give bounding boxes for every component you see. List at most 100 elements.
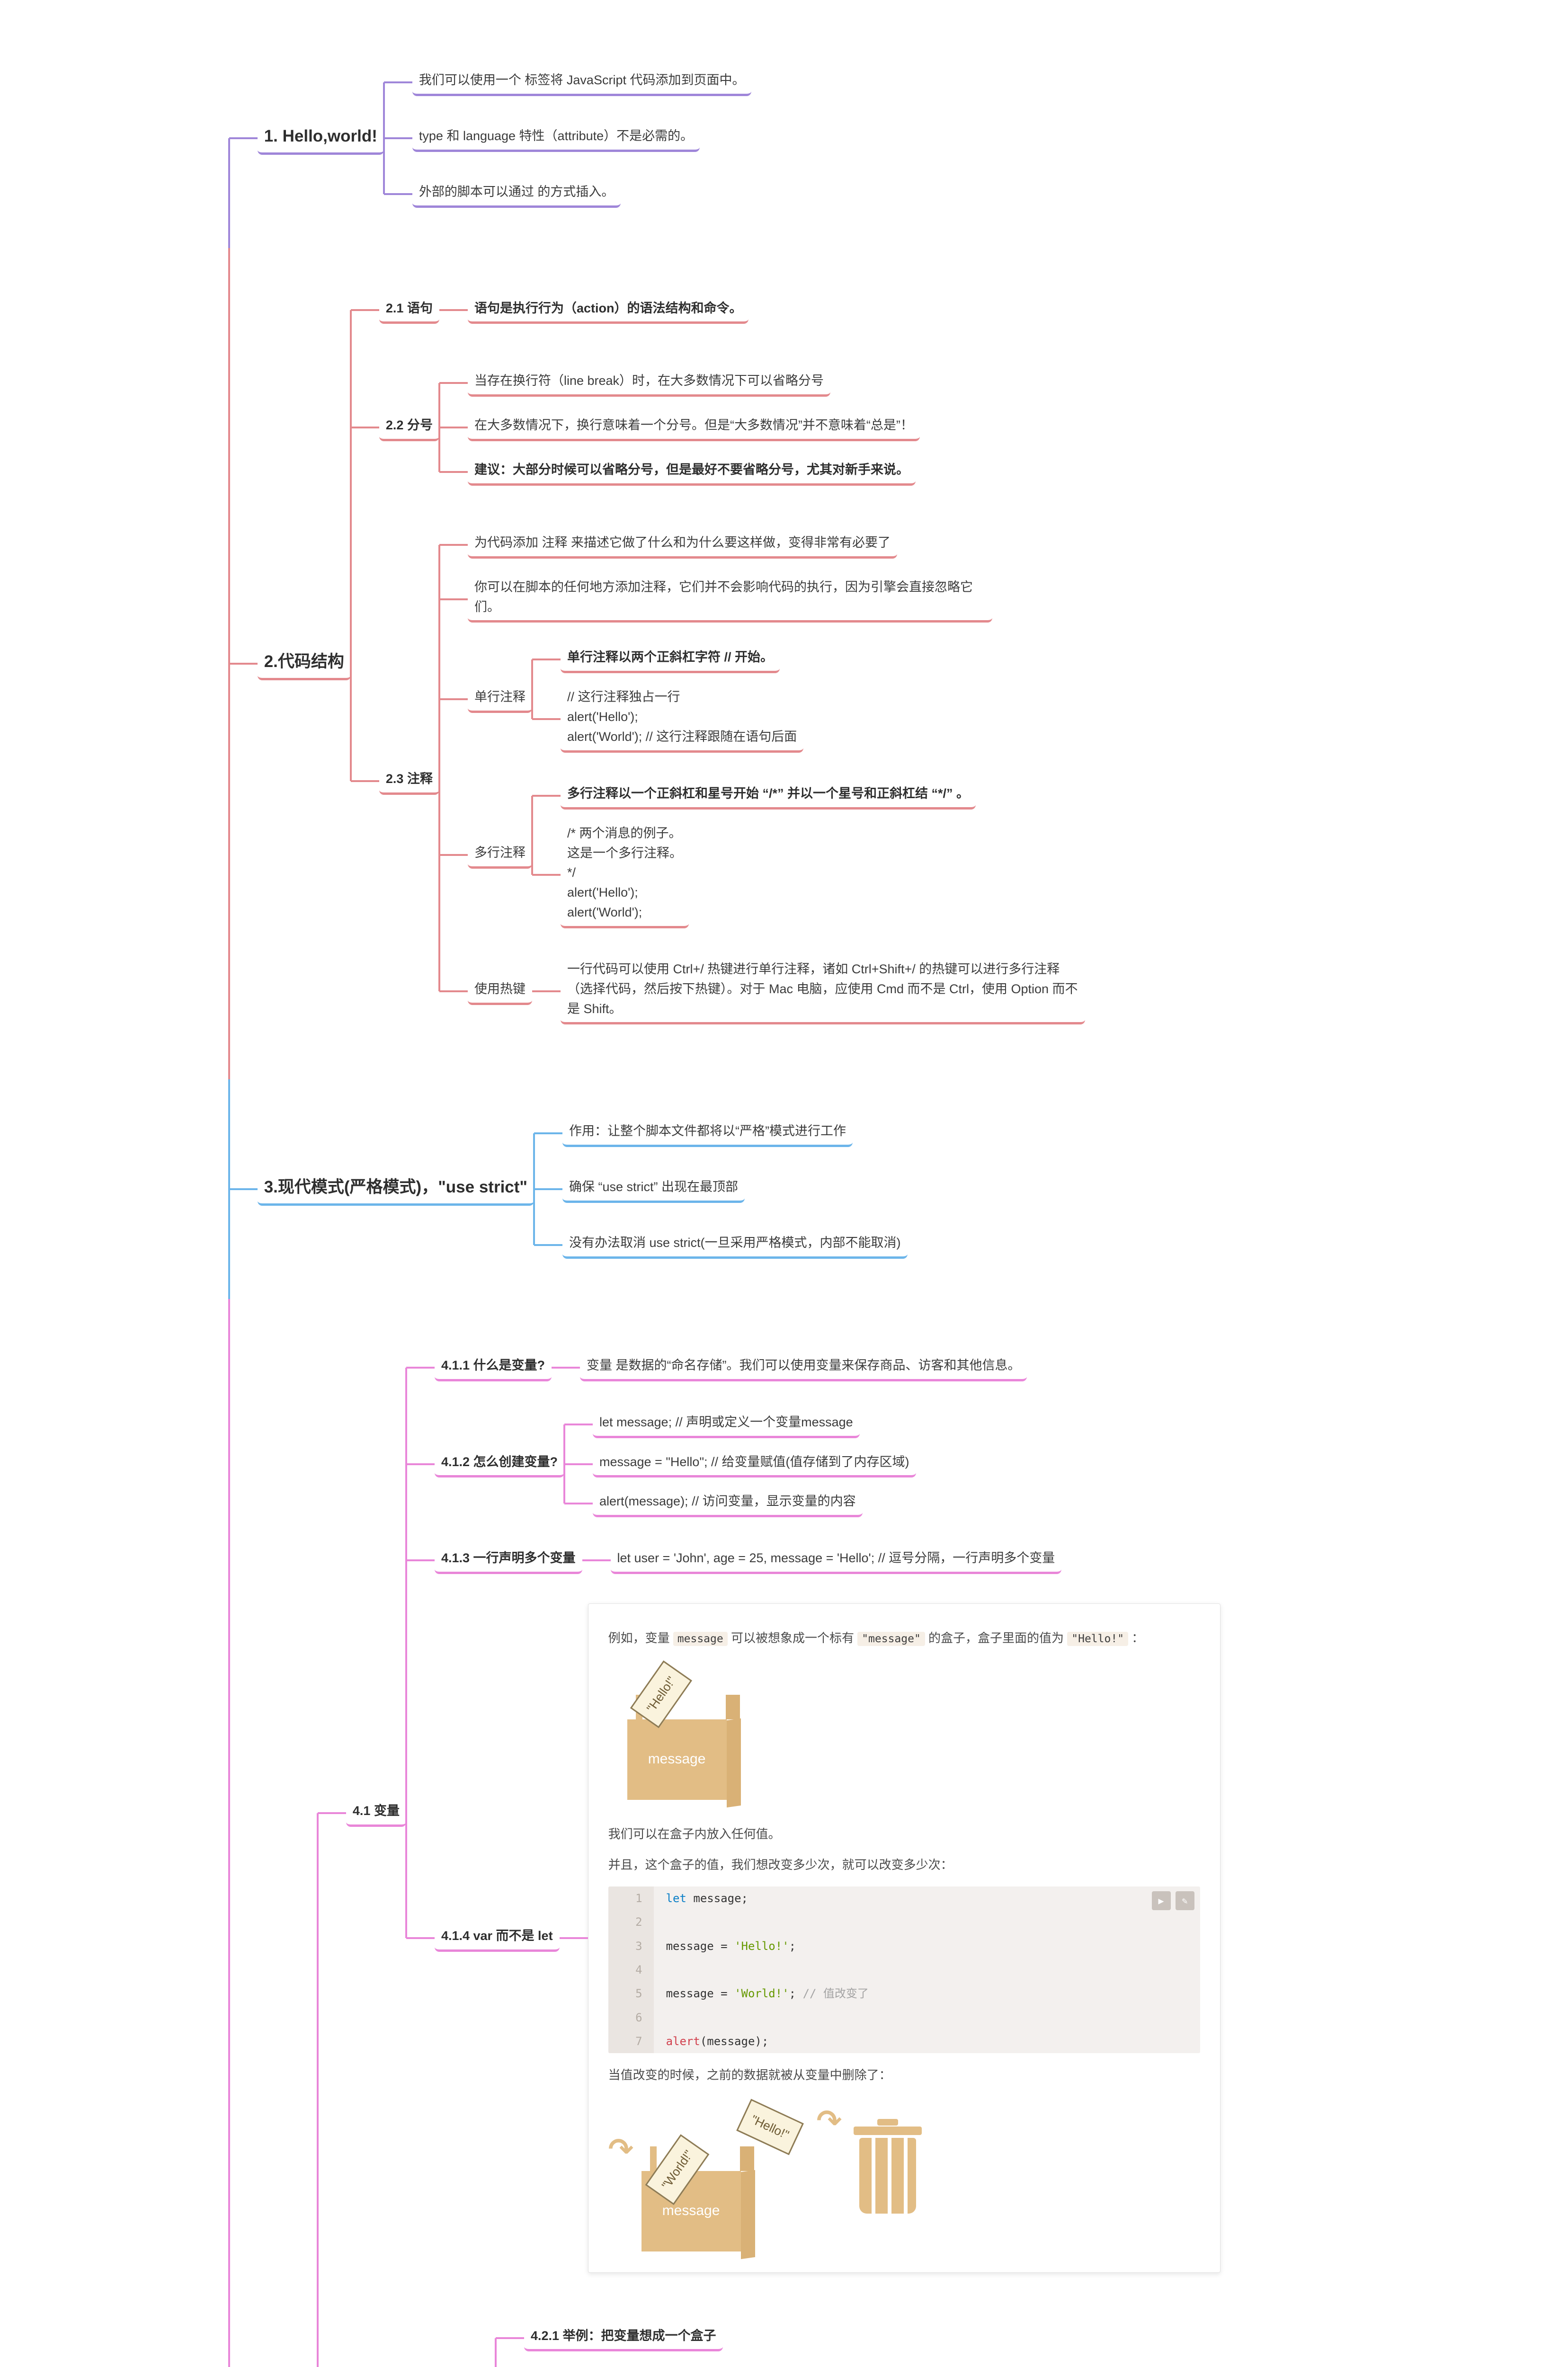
mindmap-node: 3.现代模式(严格模式)，"use strict" 作用：让整个脚本文件都将以“严… — [228, 1079, 1355, 1299]
topic-label[interactable]: 使用热键 — [467, 978, 532, 1005]
topic-label[interactable]: 2.代码结构 — [257, 647, 351, 681]
code-line-text: alert('World'); — [567, 905, 642, 920]
topic-label[interactable]: 4.1.1 什么是变量? — [434, 1354, 552, 1381]
mindmap-node: let message; // 声明或定义一个变量message — [563, 1405, 916, 1444]
code-line: 4 — [608, 1958, 1200, 1982]
children-group: 为代码添加 注释 来描述它做了什么和为什么要这样做，变得非常有必要了你可以在脚本… — [438, 523, 1085, 1040]
topic-label[interactable]: alert(message); // 访问变量，显示变量的内容 — [593, 1490, 863, 1518]
line-number: 1 — [608, 1886, 654, 1911]
mindmap-node: 作用：让整个脚本文件都将以“严格”模式进行工作 — [533, 1105, 908, 1162]
mindmap-node: 多行注释以一个正斜杠和星号开始 “/*” 并以一个星号和正斜杠结 “*/” 。 — [531, 776, 976, 816]
trash-icon — [853, 2118, 922, 2214]
topic-label[interactable]: 4.1.2 怎么创建变量? — [434, 1450, 564, 1478]
mindmap-node: 2.代码结构 2.1 语句 语句是执行行为（action）的语法结构和命令。 2.2 … — [228, 248, 1355, 1080]
mindmap-node: message = "Hello"; // 给变量赋值(值存储到了内存区域) — [563, 1444, 916, 1484]
topic-label[interactable]: 多行注释以一个正斜杠和星号开始 “/*” 并以一个星号和正斜杠结 “*/” 。 — [560, 782, 976, 810]
note-paragraph: 我们可以在盒子内放入任何值。 — [608, 1827, 781, 1842]
code-line-text: alert('Hello'); — [567, 885, 638, 900]
mindmap-node: 语句是执行行为（action）的语法结构和命令。 — [439, 288, 749, 333]
mindmap-node: 2.2 分号当存在换行符（line break）时，在大多数情况下可以省略分号在… — [349, 347, 1085, 508]
mindmap-node: 4.1 变量 4.1.1 什么是变量? 变量 是数据的“命名存储”。我们可以使用变量… — [316, 1325, 1355, 2302]
mindmap-node: type 和 language 特性（attribute）不是必需的。 — [383, 110, 752, 166]
topic-label[interactable]: 语句是执行行为（action）的语法结构和命令。 — [467, 297, 749, 324]
code-toolbar: ▶✎ — [1151, 1891, 1194, 1910]
topic-label[interactable]: 在大多数情况下，换行意味着一个分号。但是“大多数情况”并不意味着“总是”！ — [467, 414, 920, 442]
message-box: message — [627, 1695, 740, 1800]
line-number: 7 — [608, 2029, 654, 2054]
topic-label[interactable]: 4.1.4 var 而不是 let — [434, 1924, 560, 1952]
children-group: 4.1.1 什么是变量? 变量 是数据的“命名存储”。我们可以使用变量来保存商品、… — [405, 1339, 1221, 2287]
topic-label[interactable]: 4.1 变量 — [346, 1799, 406, 1827]
note-paragraph: 当值改变的时候，之前的数据就被从变量中删除了： — [608, 2068, 891, 2082]
mindmap-node: 4.1.2 怎么创建变量?let message; // 声明或定义一个变量me… — [405, 1396, 1221, 1532]
mindmap-node: 1. Hello,world! 我们可以使用一个 标签将 JavaScript 代… — [228, 28, 1355, 248]
code-line-text: */ — [567, 865, 576, 880]
mindmap-node: 外部的脚本可以通过 的方式插入。 — [383, 166, 752, 222]
note-panel: 例如，变量 message 可以被想象成一个标有 "message" 的盒子，盒… — [588, 1603, 1221, 2273]
topic-label[interactable]: 建议：大部分时候可以省略分号，但是最好不要省略分号，尤其对新手来说。 — [467, 458, 916, 486]
topic-label[interactable]: 变量 是数据的“命名存储”。我们可以使用变量来保存商品、访客和其他信息。 — [580, 1354, 1027, 1381]
inline-code: "message" — [857, 1632, 925, 1646]
topic-label[interactable]: let user = 'John', age = 25, message = '… — [610, 1547, 1062, 1575]
line-number: 2 — [608, 1910, 654, 1934]
children-group: 1. Hello,world! 我们可以使用一个 标签将 JavaScript 代… — [228, 28, 1355, 2367]
topic-label[interactable]: type 和 language 特性（attribute）不是必需的。 — [412, 125, 700, 152]
topic-label[interactable]: 单行注释 — [467, 685, 532, 713]
arrow-in-icon: ↷ — [608, 2132, 634, 2166]
mindmap-node: 4.1.3 一行声明多个变量 let user = 'John', age = 2… — [405, 1532, 1221, 1589]
code-line-text: 这是一个多行注释。 — [567, 845, 682, 860]
run-icon[interactable]: ▶ — [1151, 1891, 1171, 1910]
topic-label[interactable]: 当存在换行符（line break）时，在大多数情况下可以省略分号 — [467, 369, 831, 397]
mindmap-node: 为代码添加 注释 来描述它做了什么和为什么要这样做，变得非常有必要了 — [438, 523, 1085, 567]
children-group: 当存在换行符（line break）时，在大多数情况下可以省略分号在大多数情况下… — [438, 361, 920, 494]
code-token: let — [666, 1891, 686, 1905]
topic-label[interactable]: let message; // 声明或定义一个变量message — [593, 1411, 860, 1438]
topic-label[interactable]: 4.2.1 举例：把变量想成一个盒子 — [524, 2324, 723, 2352]
code-line-text: /* 两个消息的例子。 — [567, 826, 682, 840]
children-group: let user = 'John', age = 25, message = '… — [582, 1540, 1062, 1580]
topic-label[interactable]: /* 两个消息的例子。这是一个多行注释。 */ alert('Hello'); ale… — [560, 822, 689, 928]
topic-label[interactable]: 多行注释 — [467, 841, 532, 869]
mindmap-node: 你可以在脚本的任何地方添加注释，它们并不会影响代码的执行，因为引擎会直接忽略它们… — [438, 567, 1085, 632]
topic-label[interactable]: 2.1 语句 — [379, 297, 439, 324]
topic-label[interactable]: 为代码添加 注释 来描述它做了什么和为什么要这样做，变得非常有必要了 — [467, 531, 897, 559]
topic-label[interactable]: 没有办法取消 use strict(一旦采用严格模式，内部不能取消) — [562, 1231, 908, 1259]
topic-label[interactable]: 2.3 注释 — [379, 767, 439, 795]
code-text: message = 'Hello!'; — [666, 1939, 796, 1953]
mindmap-node: 当存在换行符（line break）时，在大多数情况下可以省略分号 — [438, 361, 920, 406]
topic-label[interactable]: 3.现代模式(严格模式)，"use strict" — [257, 1173, 535, 1206]
edit-icon[interactable]: ✎ — [1175, 1891, 1194, 1910]
note-text: 例如，变量 — [608, 1631, 673, 1646]
mindmap-node: 4.2.1 举例：把变量想成一个盒子 — [495, 2316, 723, 2360]
topic-label[interactable]: 外部的脚本可以通过 的方式插入。 — [412, 180, 621, 208]
code-line-text: // 这行注释独占一行 — [567, 690, 680, 704]
topic-label[interactable]: 确保 “use strict” 出现在最顶部 — [562, 1175, 745, 1203]
children-group: 变量 是数据的“命名存储”。我们可以使用变量来保存商品、访客和其他信息。 — [551, 1348, 1027, 1388]
topic-label[interactable]: message = "Hello"; // 给变量赋值(值存储到了内存区域) — [593, 1450, 916, 1478]
code-line-text: alert('Hello'); — [567, 710, 638, 724]
code-text: message = 'World!'; // 值改变了 — [666, 1987, 869, 2001]
mindmap-node: let user = 'John', age = 25, message = '… — [582, 1540, 1062, 1580]
topic-label[interactable]: 2.2 分号 — [379, 414, 439, 442]
topic-label[interactable]: 一行代码可以使用 Ctrl+/ 热键进行单行注释，诸如 Ctrl+Shift+/… — [560, 958, 1085, 1025]
box-label: message — [648, 1751, 706, 1767]
code-token: 'World!' — [734, 1987, 789, 2001]
topic-label[interactable]: 我们可以使用一个 标签将 JavaScript 代码添加到页面中。 — [412, 69, 752, 96]
topic-label[interactable]: 你可以在脚本的任何地方添加注释，它们并不会影响代码的执行，因为引擎会直接忽略它们… — [467, 576, 992, 623]
note-text: 的盒子，盒子里面的值为 — [925, 1631, 1068, 1646]
topic-label[interactable]: 4.1.3 一行声明多个变量 — [434, 1547, 582, 1575]
mindmap-node: 变量 是数据的“命名存储”。我们可以使用变量来保存商品、访客和其他信息。 — [551, 1348, 1027, 1388]
code-text — [654, 1910, 666, 1934]
topic-label[interactable]: 1. Hello,world! — [257, 122, 384, 155]
line-number: 4 — [608, 1958, 654, 1982]
children-group: let message; // 声明或定义一个变量message message … — [563, 1405, 916, 1524]
topic-label[interactable]: 作用：让整个脚本文件都将以“严格”模式进行工作 — [562, 1120, 853, 1148]
topic-label[interactable]: 单行注释以两个正斜杠字符 // 开始。 — [560, 646, 780, 674]
note-paragraph: 并且，这个盒子的值，我们想改变多少次，就可以改变多少次： — [608, 1857, 953, 1872]
